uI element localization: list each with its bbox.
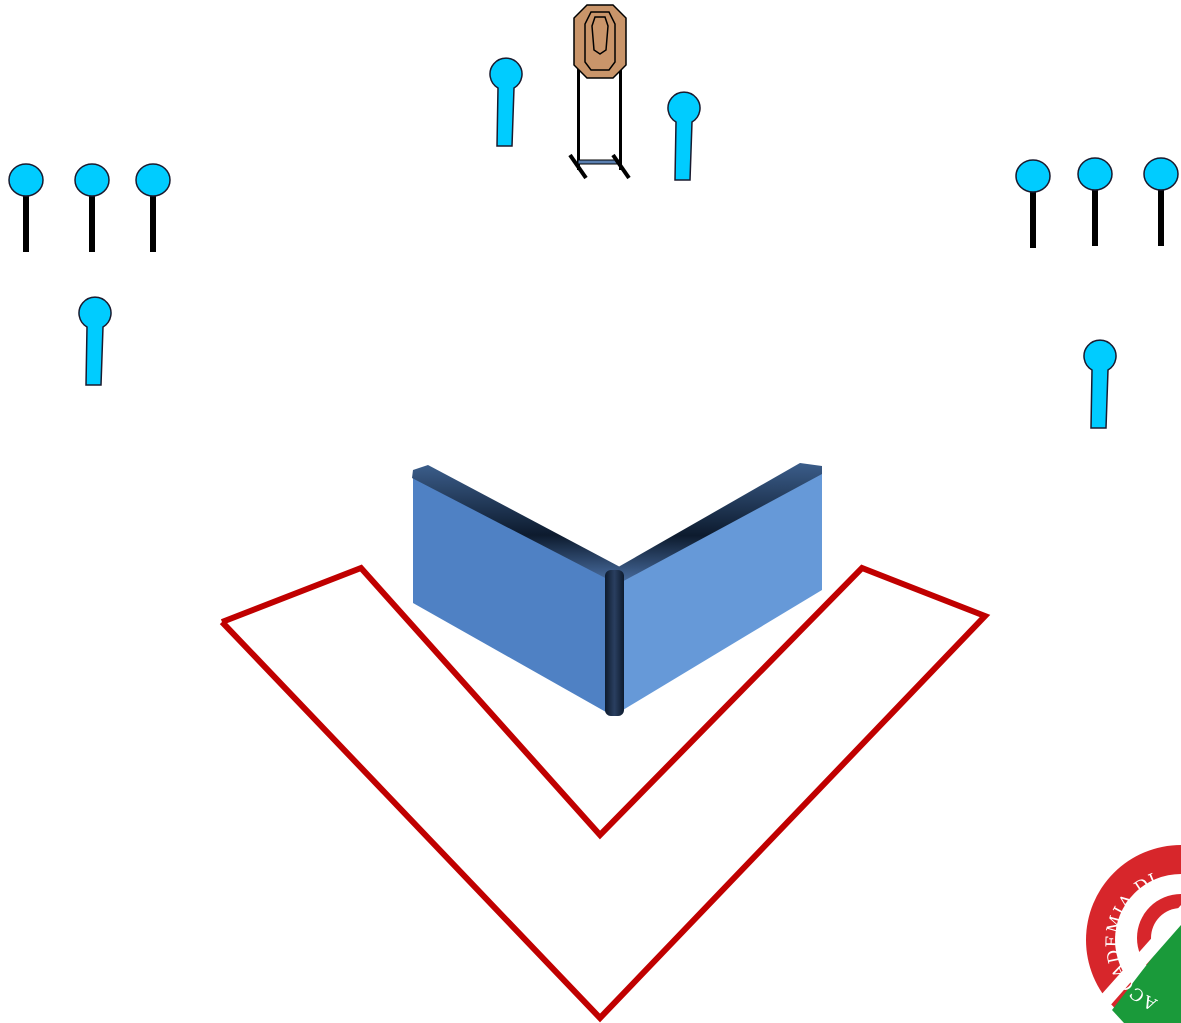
logo-white-wedge bbox=[1100, 905, 1181, 1008]
wall-right-top-edge bbox=[613, 463, 822, 584]
target-face bbox=[573, 4, 627, 79]
paper-target bbox=[568, 4, 631, 180]
v-wall bbox=[412, 463, 822, 716]
popper-post bbox=[1030, 188, 1036, 248]
popper-head bbox=[74, 163, 110, 197]
popper-head bbox=[1015, 159, 1051, 193]
popper-post bbox=[23, 192, 29, 252]
target-zone-c bbox=[584, 11, 616, 71]
wall-right-panel bbox=[613, 467, 822, 716]
mini-popper-target bbox=[78, 296, 112, 386]
target-stand-crossbar bbox=[577, 159, 621, 165]
shooting-box-outline bbox=[219, 564, 991, 1023]
mini-popper-target bbox=[667, 91, 701, 181]
popper-head bbox=[1077, 157, 1113, 191]
popper-target bbox=[1077, 157, 1113, 246]
popper-head bbox=[135, 163, 171, 197]
popper-head bbox=[8, 163, 44, 197]
academy-logo: ACCADEMIA DI bbox=[1086, 845, 1181, 1023]
target-stand-left bbox=[577, 58, 580, 170]
wall-left-top-edge bbox=[412, 465, 622, 582]
popper-post bbox=[1092, 186, 1098, 246]
popper-target bbox=[1143, 157, 1179, 246]
popper-target bbox=[135, 163, 171, 252]
popper-post bbox=[1158, 186, 1164, 246]
target-zone-a bbox=[591, 16, 609, 55]
target-stand-foot-left bbox=[568, 153, 588, 180]
popper-head bbox=[1143, 157, 1179, 191]
target-stand-foot-right bbox=[611, 153, 631, 180]
mini-popper-target bbox=[489, 57, 523, 147]
popper-target bbox=[74, 163, 110, 252]
popper-targets bbox=[8, 57, 1179, 429]
popper-target bbox=[8, 163, 44, 252]
popper-post bbox=[89, 192, 95, 252]
popper-post bbox=[150, 192, 156, 252]
mini-popper-target bbox=[1083, 339, 1117, 429]
target-stand-right bbox=[619, 58, 622, 170]
wall-left-panel bbox=[413, 473, 613, 716]
popper-target bbox=[1015, 159, 1051, 248]
wall-corner-edge bbox=[605, 570, 624, 716]
logo-green-wedge bbox=[1112, 920, 1181, 1023]
